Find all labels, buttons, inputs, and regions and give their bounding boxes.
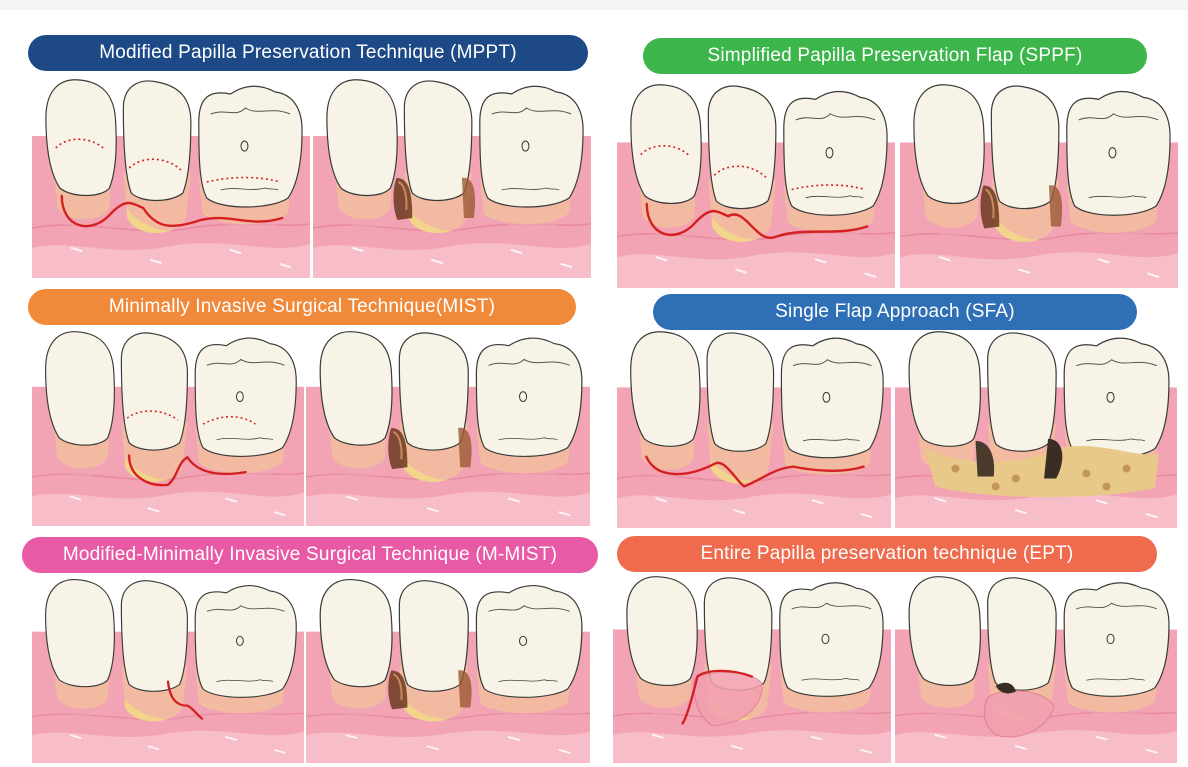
dental-drawing bbox=[617, 330, 891, 528]
dental-drawing bbox=[32, 78, 310, 278]
title-sppf: Simplified Papilla Preservation Flap (SP… bbox=[643, 38, 1147, 74]
dental-drawing bbox=[895, 330, 1177, 528]
illustration-ept-incision bbox=[613, 575, 891, 763]
dental-drawing bbox=[306, 330, 590, 526]
dental-drawing bbox=[313, 78, 591, 278]
illustration-sppf-incision bbox=[617, 83, 895, 288]
illustration-mmist-defect bbox=[306, 578, 590, 763]
dental-drawing bbox=[617, 83, 895, 288]
title-ept: Entire Papilla preservation technique (E… bbox=[617, 536, 1157, 572]
illustration-sfa-incision bbox=[617, 330, 891, 528]
illustration-sppf-defect bbox=[900, 83, 1178, 288]
title-mist: Minimally Invasive Surgical Technique(MI… bbox=[28, 289, 576, 325]
dental-drawing bbox=[900, 83, 1178, 288]
title-sfa: Single Flap Approach (SFA) bbox=[653, 294, 1137, 330]
illustration-mppt-defect bbox=[313, 78, 591, 278]
title-mppt: Modified Papilla Preservation Technique … bbox=[28, 35, 588, 71]
dental-drawing bbox=[32, 330, 304, 526]
dental-drawing bbox=[306, 578, 590, 763]
illustration-mist-incision bbox=[32, 330, 304, 526]
illustration-ept-defect bbox=[895, 575, 1177, 763]
illustration-sfa-defect bbox=[895, 330, 1177, 528]
dental-drawing bbox=[895, 575, 1177, 763]
dental-drawing bbox=[32, 578, 304, 763]
dental-drawing bbox=[613, 575, 891, 763]
illustration-mist-defect bbox=[306, 330, 590, 526]
illustration-mmist-incision bbox=[32, 578, 304, 763]
title-mmist: Modified-Minimally Invasive Surgical Tec… bbox=[22, 537, 598, 573]
illustration-mppt-incision bbox=[32, 78, 310, 278]
top-border bbox=[0, 0, 1188, 10]
